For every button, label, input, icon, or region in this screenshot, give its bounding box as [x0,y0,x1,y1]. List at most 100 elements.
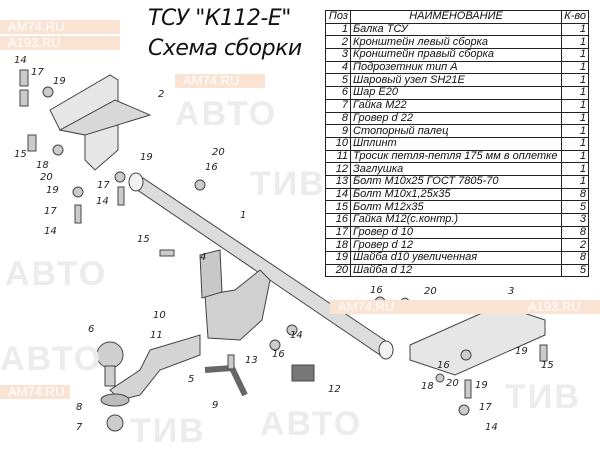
part-name: Шайба d10 увеличенная [350,251,562,265]
callout-number: 17 [97,180,110,191]
callout-number: 15 [541,360,554,371]
callout-number: 12 [328,384,341,395]
beam-end-right [378,340,394,360]
callout-number: 14 [485,422,498,433]
callout-number: 18 [421,381,434,392]
part-pos: 17 [325,225,351,240]
callout-number: 14 [96,196,109,207]
part-qty: 1 [561,73,589,88]
callout-number: 16 [437,360,450,371]
part-name: Балка ТСУ [350,22,562,37]
part-pos: 4 [325,60,351,75]
part-pos: 12 [325,162,351,176]
callout-number: 19 [140,152,153,163]
callout-number: 15 [137,234,150,245]
part-pos: 9 [325,124,351,138]
part-qty: 1 [561,174,589,189]
table-header: Поз НАИМЕНОВАНИЕ К-во [325,10,589,24]
callout-number: 16 [272,349,285,360]
part-qty: 1 [561,136,589,151]
part-name: Гайка М22 [350,98,562,113]
callout-number: 14 [44,226,57,237]
socket-plate [199,249,223,299]
header-name: НАИМЕНОВАНИЕ [350,10,562,24]
callout-number: 10 [153,310,166,321]
callout-number: 17 [44,206,57,217]
ball-nut [100,393,130,407]
right-bracket [409,304,546,376]
callout-number: 18 [36,160,49,171]
part-qty: 1 [561,22,589,37]
part-pos: 15 [325,200,351,214]
part-qty: 8 [561,187,589,202]
callout-number: 2 [158,89,164,100]
tow-ball-neck [104,365,116,387]
part-name: Гровер d 12 [350,238,562,253]
part-name: Гайка М12(с.контр.) [350,213,562,227]
beam-end-left [128,172,144,192]
part-name: Заглушка [350,162,562,176]
callout-number: 16 [370,285,383,296]
part-qty: 1 [561,149,589,164]
callout-number: 3 [508,286,514,297]
part-qty: 3 [561,213,589,227]
callout-number: 20 [40,172,53,183]
part-name: Гровер d 10 [350,225,562,240]
part-pos: 14 [325,187,351,202]
left-bracket-plate [58,99,152,136]
callout-number: 9 [212,400,218,411]
callout-number: 17 [479,402,492,413]
callout-number: 14 [290,330,303,341]
part-qty: 1 [561,48,589,62]
callout-number: 6 [88,324,94,335]
part-qty: 8 [561,225,589,240]
callout-number: 7 [76,422,83,433]
callout-number: 20 [424,286,437,297]
part-name: Болт М10х1,25х35 [350,187,562,202]
part-pos: 13 [325,174,351,189]
callout-number: 15 [14,149,27,160]
part-pos: 19 [325,251,351,265]
header-pos: Поз [325,10,351,24]
part-pos: 18 [325,238,351,253]
callout-number: 13 [245,355,258,366]
part-qty: 1 [561,162,589,176]
drawing-subtitle: Схема сборки [148,36,302,61]
part-qty: 1 [561,111,589,126]
ball-mount [109,334,201,401]
part-qty: 1 [561,98,589,113]
callout-number: 14 [14,55,27,66]
part-name: Шаровый узел SH21E [350,73,562,88]
part-pos: 2 [325,35,351,50]
callout-number: 5 [188,374,194,385]
part-pos: 1 [325,22,351,37]
callout-number: 8 [76,402,82,413]
part-qty: 1 [561,35,589,50]
part-qty: 1 [561,60,589,75]
tow-ball [96,341,124,369]
cap [291,364,315,382]
part-name: Болт М10х25 ГОСТ 7805-70 [350,174,562,189]
fasteners [19,69,548,432]
callout-number: 19 [475,380,488,391]
drawing-title: ТСУ "К112-Е" [148,6,291,31]
callout-number: 1 [240,210,246,221]
part-name: Гровер d 22 [350,111,562,126]
part-pos: 11 [325,149,351,164]
